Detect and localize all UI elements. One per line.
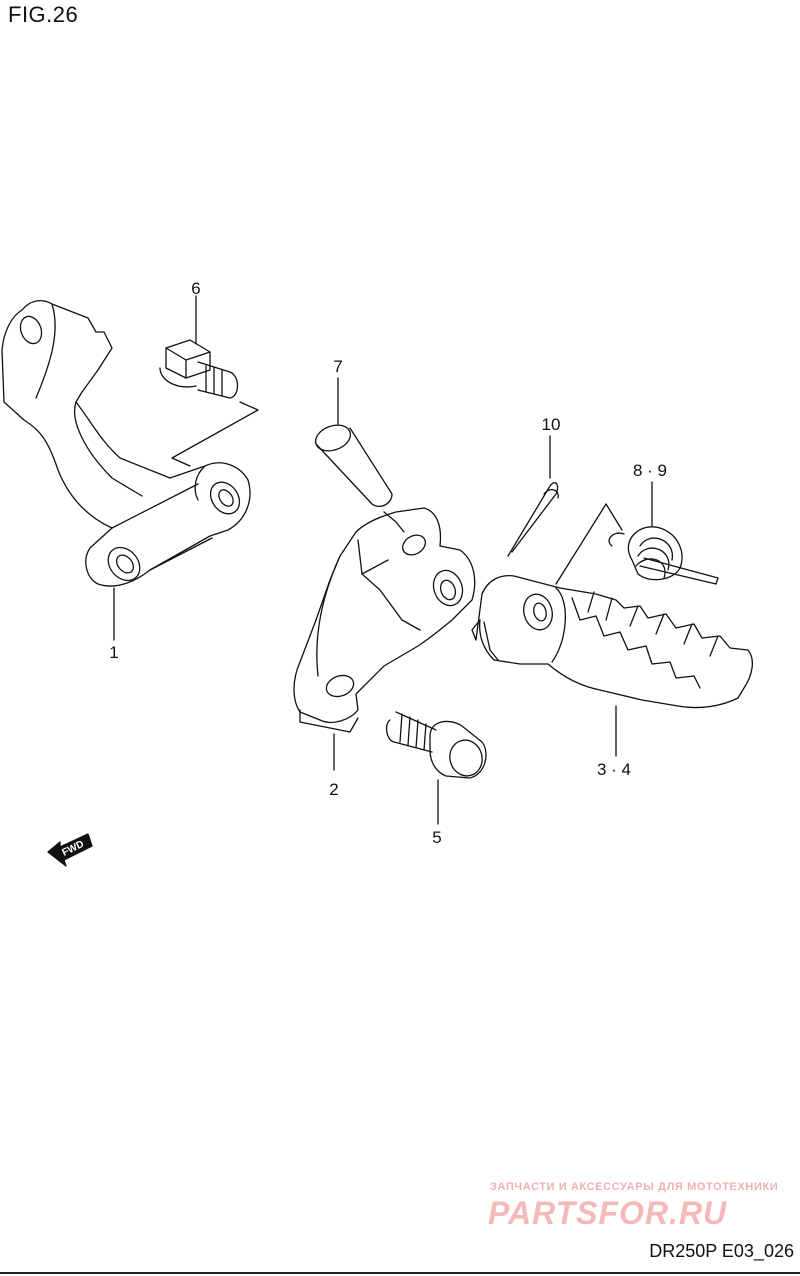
callout-part-2: 2 <box>329 780 339 799</box>
frame-bottom-border <box>0 1272 800 1274</box>
part-10-cotter-pin <box>507 435 559 557</box>
callout-part-10: 10 <box>541 415 561 434</box>
part-6-bolt <box>159 295 259 467</box>
callout-part-3-4: 3 · 4 <box>596 760 632 779</box>
part-2-footrest-bracket <box>293 507 476 771</box>
callout-part-6: 6 <box>191 279 201 298</box>
part-8-9-spring <box>555 481 719 585</box>
part-3-4-footrest-peg <box>471 574 754 757</box>
part-1-footrest-bracket <box>1 299 251 641</box>
watermark-tagline: ЗАПЧАСТИ И АКСЕССУАРЫ ДЛЯ МОТОТЕХНИКИ <box>490 1181 779 1193</box>
watermark-logo: PARTSFOR.RU <box>488 1195 728 1231</box>
callout-part-7: 7 <box>333 357 343 376</box>
fwd-direction-arrow: FWD <box>47 833 93 867</box>
callout-part-8-9: 8 · 9 <box>632 461 668 480</box>
part-7-pin <box>314 377 405 533</box>
figure-title: FIG.26 <box>8 2 79 27</box>
callout-part-5: 5 <box>432 828 442 847</box>
drawing-code: DR250P E03_026 <box>649 1241 794 1261</box>
part-5-bolt <box>385 711 487 825</box>
callout-part-1: 1 <box>109 643 119 662</box>
